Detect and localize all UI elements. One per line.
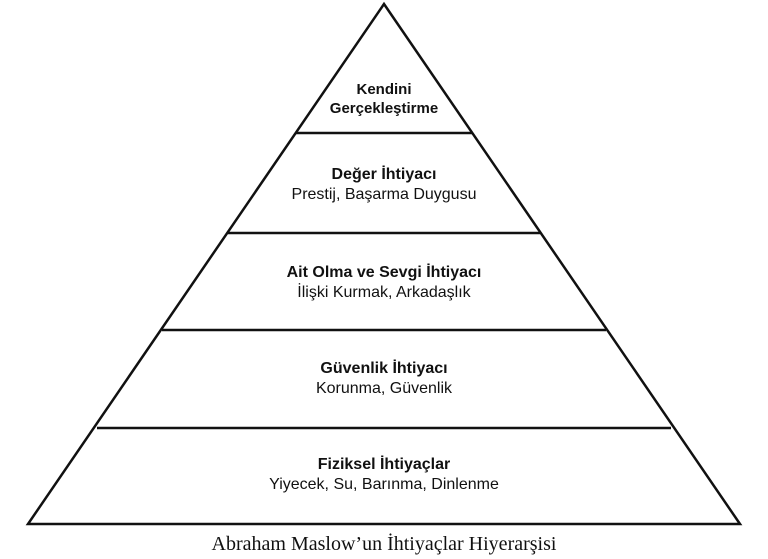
- level-title: Güvenlik İhtiyacı: [320, 360, 448, 377]
- pyramid-outline: [25, 1, 743, 526]
- level-subtitle: İlişki Kurmak, Arkadaşlık: [297, 284, 471, 301]
- level-subtitle: Prestij, Başarma Duygusu: [291, 186, 477, 203]
- level-safety: Güvenlik İhtiyacı Korunma, Güvenlik: [0, 359, 768, 399]
- level-title: Ait Olma ve Sevgi İhtiyacı: [286, 264, 482, 281]
- level-esteem: Değer İhtiyacı Prestij, Başarma Duygusu: [0, 165, 768, 205]
- level-belonging: Ait Olma ve Sevgi İhtiyacı İlişki Kurmak…: [0, 263, 768, 303]
- level-title-line: Gerçekleştirme: [329, 100, 439, 117]
- level-self-actualization: Kendini Gerçekleştirme: [0, 80, 768, 118]
- level-title: Değer İhtiyacı: [331, 166, 437, 183]
- level-title-line: Kendini: [356, 81, 412, 98]
- level-physiological: Fiziksel İhtiyaçlar Yiyecek, Su, Barınma…: [0, 455, 768, 495]
- figure-caption: Abraham Maslow’un İhtiyaçlar Hiyerarşisi: [211, 533, 557, 555]
- level-title: Fiziksel İhtiyaçlar: [317, 456, 451, 473]
- level-subtitle: Korunma, Güvenlik: [315, 380, 453, 397]
- level-subtitle: Yiyecek, Su, Barınma, Dinlenme: [269, 476, 499, 493]
